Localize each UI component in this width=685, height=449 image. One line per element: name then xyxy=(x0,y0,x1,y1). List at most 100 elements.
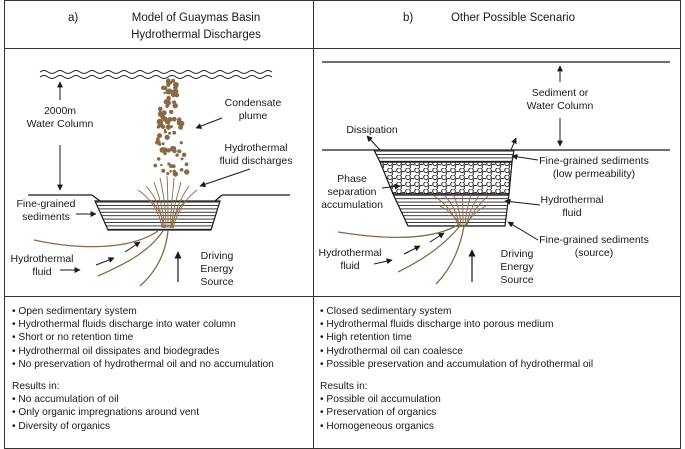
plume-particle xyxy=(169,145,176,152)
energy-label: Source xyxy=(200,276,233,288)
plume-particle xyxy=(165,89,171,95)
plume-particle xyxy=(169,109,174,115)
plume-particle xyxy=(155,137,160,142)
energy-label: Source xyxy=(500,274,533,286)
seafloor-line xyxy=(91,194,101,202)
source-flow-curves xyxy=(337,225,465,285)
plume-particle xyxy=(165,124,172,130)
panel-b-bullet: • High retention time xyxy=(320,332,412,344)
plume-particle xyxy=(163,91,166,95)
panel-a-bullet: • Short or no retention time xyxy=(12,332,134,344)
plume-particle xyxy=(164,86,168,90)
plume-particle xyxy=(166,82,171,87)
panel-b-result: • Preservation of organics xyxy=(320,407,437,419)
plume-particle xyxy=(161,110,167,116)
panel-a-result: • Diversity of organics xyxy=(12,420,111,432)
sea-surface-wave xyxy=(39,75,273,79)
top-seal-layer xyxy=(373,149,515,163)
plume-particle xyxy=(168,81,173,85)
panel-b-results-heading: Results in: xyxy=(320,381,368,393)
plume-particle xyxy=(171,164,176,169)
water-column-label: 2000m xyxy=(44,105,76,117)
source-sediment-layer xyxy=(392,193,510,227)
fine-top-pointer xyxy=(511,153,539,161)
plume-particle xyxy=(164,134,170,140)
plume-particle xyxy=(166,99,170,103)
panel-b-letter: b) xyxy=(403,12,413,24)
plume-particle xyxy=(169,169,172,173)
sediments-label: sediments xyxy=(22,211,70,223)
panel-b-bullet: • Possible preservation and accumulation… xyxy=(320,358,594,370)
panel-a-header: a) Model of Guaymas Basin Hydrothermal D… xyxy=(68,12,261,41)
panel-a-result: • Only organic impregnations around vent xyxy=(12,407,200,419)
energy-label: Driving xyxy=(201,250,234,262)
fine-top-label: (low permeability) xyxy=(553,168,635,180)
phase-label: separation xyxy=(327,186,376,198)
column-label: Water Column xyxy=(527,100,594,112)
energy-label: Energy xyxy=(200,263,234,275)
phase-pointer xyxy=(381,183,401,190)
phase-label: accumulation xyxy=(321,199,383,211)
panel-a-title-line1: Model of Guaymas Basin xyxy=(132,12,260,24)
fine-src-label: Fine-grained sediments xyxy=(539,234,649,246)
dissipation-arrow xyxy=(366,135,381,151)
vent-discharge-lines xyxy=(137,175,198,229)
panel-b-title: Other Possible Scenario xyxy=(451,12,575,24)
plume-particle xyxy=(179,168,184,172)
plume-particle xyxy=(167,117,173,122)
panel-b-bullet: • Closed sedimentary system xyxy=(320,306,452,317)
source-flow-curves xyxy=(33,230,169,287)
plume-particle xyxy=(158,142,162,146)
panel-a-bullet: • Hydrothermal oil dissipates and biodeg… xyxy=(12,345,220,357)
plume-particle xyxy=(171,78,176,83)
plume-particle xyxy=(180,157,184,161)
discharge-pointer xyxy=(199,168,251,188)
panel-b-diagram: Sediment or Water Column Dissipation Pha… xyxy=(318,61,670,286)
sediment-basin xyxy=(94,200,221,231)
fluid-label: Hydrothermal xyxy=(10,253,73,265)
energy-label: Energy xyxy=(500,261,534,273)
plume-particle xyxy=(172,100,177,104)
plume-particle xyxy=(160,163,163,167)
panel-a-bullet: • No preservation of hydrothermal oil an… xyxy=(12,358,274,370)
hfluid-label: fluid xyxy=(562,207,581,219)
dissipation-arrow xyxy=(510,137,517,151)
water-column-label: Water Column xyxy=(27,118,94,130)
plume-particle xyxy=(166,148,171,153)
plume-particle xyxy=(160,114,166,120)
plume-particle xyxy=(163,130,167,134)
plume-particle xyxy=(158,110,162,113)
seafloor-line xyxy=(214,194,223,202)
panel-a-diagram: 2000m Water Column Condensate plume H xyxy=(10,70,292,288)
panel-a-results-heading: Results in: xyxy=(12,381,60,393)
vent-discharge-lines xyxy=(433,193,489,226)
discharge-label: Hydrothermal xyxy=(224,142,287,154)
plume-particle xyxy=(163,128,167,132)
plume-particle xyxy=(165,104,169,108)
plume-particle xyxy=(173,81,179,88)
plume-particle xyxy=(161,147,168,154)
panel-a-bullet: • Open sedimentary system xyxy=(12,306,137,317)
plume-particle xyxy=(172,103,178,109)
plume-particle xyxy=(170,89,177,95)
plume-particle xyxy=(166,172,170,176)
condensate-pointer xyxy=(195,117,223,129)
energy-label: Driving xyxy=(501,248,534,260)
plume-particle xyxy=(174,172,178,176)
plume-particle xyxy=(161,142,165,146)
plume-particle xyxy=(156,157,161,161)
porous-reservoir-layer xyxy=(379,161,513,195)
condensate-label: Condensate xyxy=(225,97,282,109)
sediments-label: Fine-grained xyxy=(17,198,76,210)
plume-particle xyxy=(174,86,178,90)
fluid-flow-arrows xyxy=(60,241,141,273)
plume-particle xyxy=(168,131,172,135)
panel-a-title-line2: Hydrothermal Discharges xyxy=(131,29,261,41)
fine-top-label: Fine-grained sediments xyxy=(539,155,649,167)
plume-particle xyxy=(177,149,182,154)
dissipation-label: Dissipation xyxy=(346,124,398,136)
plume-particle xyxy=(172,169,177,174)
condensate-plume xyxy=(153,78,190,177)
panel-b-bullet: • Hydrothermal fluids discharge into por… xyxy=(320,319,554,331)
